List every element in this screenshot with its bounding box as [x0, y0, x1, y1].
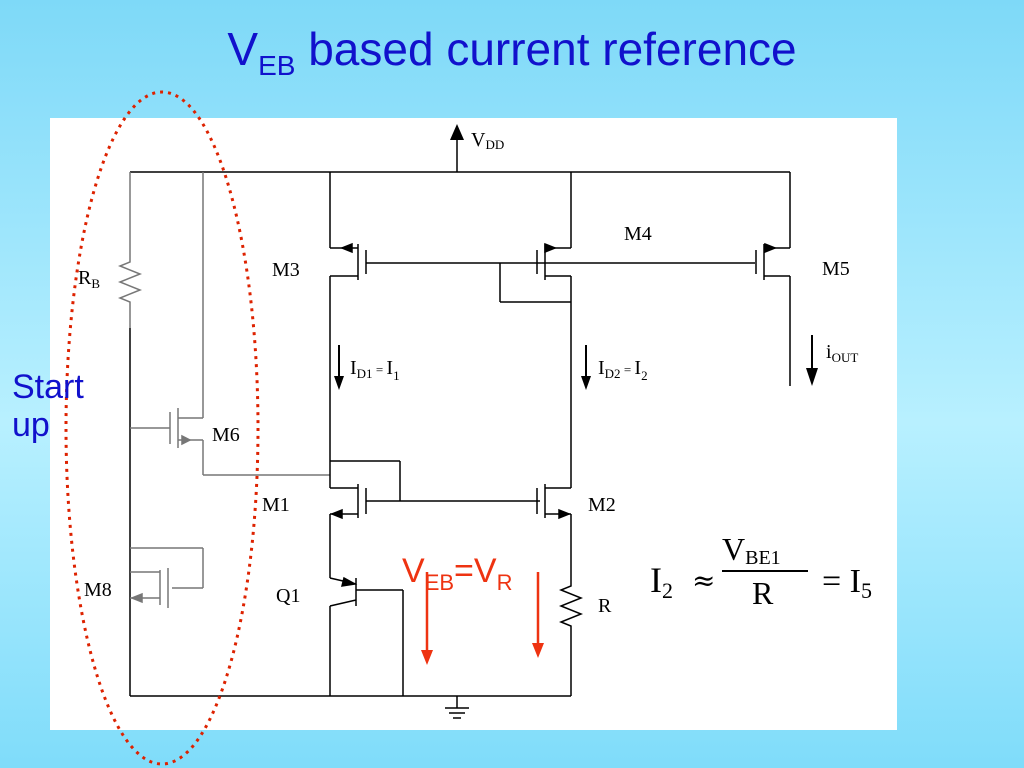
m2-transistor — [536, 484, 572, 560]
veb-vr-label: VEB=VR — [402, 552, 512, 595]
m8-transistor — [129, 547, 204, 608]
startup-highlight-ellipse — [64, 90, 260, 766]
m4-transistor — [499, 172, 755, 488]
svg-text:VDD: VDD — [471, 129, 504, 152]
m2-label: M2 — [588, 494, 616, 516]
r-label: R — [598, 595, 612, 617]
slide-title: VEB based current reference — [227, 23, 797, 81]
m5-label: M5 — [822, 258, 850, 280]
ground-symbol — [445, 696, 469, 719]
svg-text:= I5: = I5 — [822, 563, 872, 603]
current-arrow-iout — [806, 335, 818, 386]
current-equation: I2 ≈ VBE1 R = I5 — [650, 531, 872, 611]
svg-text:R: R — [752, 575, 774, 611]
startup-label: Start up — [12, 368, 84, 444]
m6-transistor — [130, 172, 330, 476]
m6-label: M6 — [212, 424, 240, 446]
id1-label: ID1 = I1 — [350, 357, 400, 383]
q1-label: Q1 — [276, 585, 300, 607]
m1-label: M1 — [262, 494, 290, 516]
m5-transistor — [755, 172, 791, 386]
current-arrow-id1 — [334, 345, 344, 390]
rb-label: RB — [78, 267, 100, 291]
m4-label: M4 — [624, 223, 652, 245]
m3-label: M3 — [272, 259, 300, 281]
svg-text:VBE1: VBE1 — [722, 531, 781, 569]
vdd-supply: VDD — [450, 124, 504, 172]
svg-text:I2: I2 — [650, 560, 673, 603]
current-arrow-id2 — [581, 345, 591, 390]
id2-label: ID2 = I2 — [598, 357, 648, 383]
rb-branch — [117, 172, 143, 696]
iout-label: iOUT — [826, 341, 858, 365]
circuit-panel — [50, 118, 897, 730]
m1-transistor — [329, 460, 540, 578]
q1-bjt — [329, 576, 404, 696]
m3-transistor — [329, 172, 500, 475]
veb-vr-arrows — [421, 572, 544, 665]
svg-text:≈: ≈ — [692, 564, 715, 597]
m8-label: M8 — [84, 579, 112, 601]
resistor-r — [558, 560, 584, 696]
